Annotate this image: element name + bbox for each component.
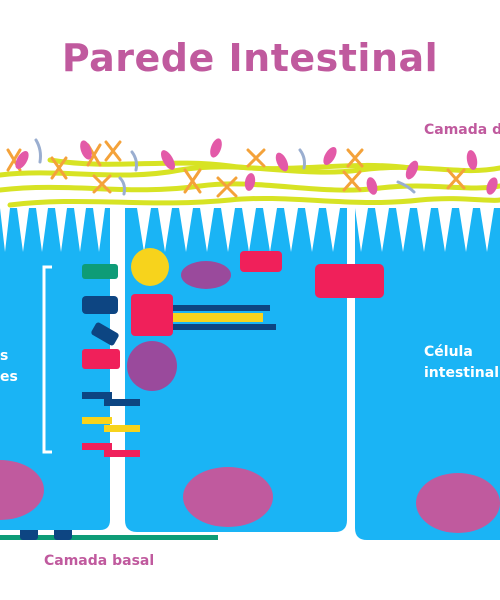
right-cell <box>355 208 500 540</box>
middle-cell <box>125 208 347 532</box>
middle-cell-molecules <box>127 248 282 391</box>
middle-nucleus <box>183 467 273 527</box>
cell-label-line1: Célula <box>424 344 473 360</box>
junction-block <box>315 264 384 298</box>
cell-label-line2: intestinal <box>424 365 499 381</box>
top-layer-label: Camada d <box>424 122 500 138</box>
basal-layer-label: Camada basal <box>44 553 155 569</box>
cell-label: Célula intestinal <box>424 342 499 384</box>
gray-rods <box>34 138 416 196</box>
pink-microbes <box>15 138 498 195</box>
left-label-line2: es <box>0 369 18 385</box>
right-nucleus <box>416 473 500 533</box>
left-nucleus <box>0 460 44 520</box>
page-title: Parede Intestinal <box>61 36 439 80</box>
left-label: s es <box>0 346 18 388</box>
molecule-stack <box>82 264 140 457</box>
orange-receptors <box>6 140 466 198</box>
mucus-layer <box>0 157 500 208</box>
left-label-line1: s <box>0 348 9 364</box>
bracket <box>42 265 52 454</box>
